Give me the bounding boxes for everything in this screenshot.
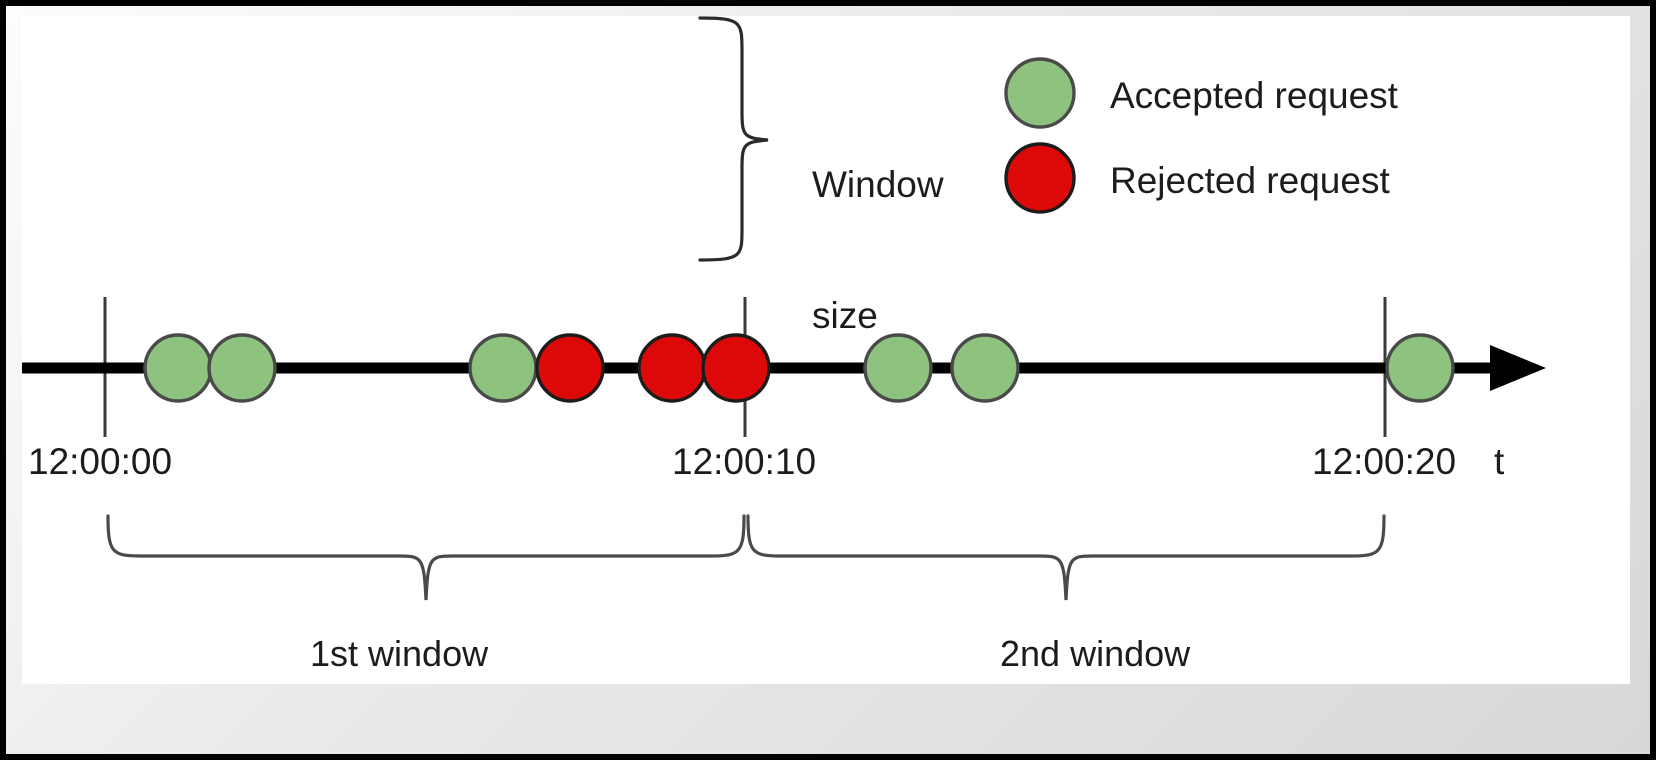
axis-label-t: t	[1494, 441, 1505, 482]
window-size-label-line2: size	[812, 295, 878, 337]
legend-label-accepted: Accepted request	[1110, 75, 1398, 116]
request-markers	[143, 333, 1455, 403]
request-marker	[863, 333, 933, 403]
tick-label-1: 12:00:10	[672, 441, 817, 482]
window-size-label-line1: Window	[812, 164, 944, 206]
request-marker	[701, 333, 771, 403]
request-marker	[468, 333, 538, 403]
brace-1st-window	[106, 514, 746, 601]
diagram-canvas	[22, 16, 1630, 684]
tick-label-2: 12:00:20	[1312, 441, 1457, 482]
window-label-2nd: 2nd window	[1000, 633, 1191, 674]
tick-label-0: 12:00:00	[28, 441, 173, 482]
brace-2nd-window	[746, 514, 1386, 601]
request-marker	[207, 333, 277, 403]
window-size-brace	[698, 16, 769, 262]
legend-marker-rejected	[1004, 142, 1076, 214]
request-marker	[950, 333, 1020, 403]
window-label-1st: 1st window	[310, 633, 489, 674]
legend-label-rejected: Rejected request	[1110, 160, 1390, 201]
window-size-label: Window size	[812, 76, 944, 425]
legend-marker-accepted	[1004, 57, 1076, 129]
request-marker	[535, 333, 605, 403]
request-marker	[1385, 333, 1455, 403]
request-marker	[143, 333, 213, 403]
request-marker	[637, 333, 707, 403]
